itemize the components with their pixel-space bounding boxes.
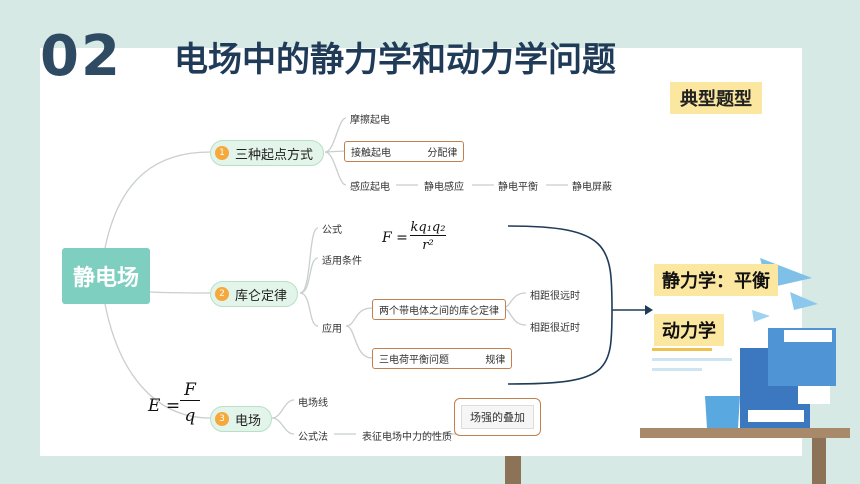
leaf-near: 相距很近时 [530, 323, 580, 334]
connector-root-b1 [104, 151, 211, 249]
leaf-formula-label: 公式 [322, 225, 342, 236]
connector [324, 151, 347, 186]
book-label [748, 410, 804, 422]
leaf-induction-step: 静电屏蔽 [572, 182, 612, 193]
brace-arc [507, 225, 613, 385]
book-label [784, 330, 832, 342]
connector [299, 292, 319, 327]
leaf-condition: 适用条件 [322, 256, 362, 267]
leaf-property: 表征电场中力的性质 [362, 432, 452, 443]
arrow-head-icon [645, 305, 653, 315]
connector [345, 325, 373, 359]
paper-line [652, 358, 732, 361]
branch-label: 三种起点方式 [235, 147, 314, 163]
leaf-three-charge: 三电荷平衡问题 [379, 355, 449, 366]
section-number: 02 [40, 24, 122, 89]
leaf-induction-step: 静电平衡 [498, 182, 538, 193]
connector [324, 150, 347, 153]
paper-line [652, 368, 702, 371]
connector [345, 307, 373, 327]
leaf-superposition-box: 场强的叠加 [454, 398, 541, 436]
branch-label: 电场 [235, 413, 262, 429]
mindmap-connectors [104, 117, 568, 435]
leaf-induction: 感应起电 [350, 182, 390, 193]
leaf-three-charge-box: 三电荷平衡问题 规律 [372, 348, 513, 369]
badge-typical-questions: 典型题型 [670, 82, 762, 114]
connector [299, 257, 319, 294]
branch-1: 1 三种起点方式 [210, 140, 325, 166]
branch-label: 库仑定律 [235, 288, 288, 304]
leaf-superposition: 场强的叠加 [461, 405, 534, 429]
leaf-formula-method: 公式法 [298, 432, 328, 443]
desk-top [640, 428, 850, 438]
connector-root-b2 [149, 291, 211, 294]
leaf-contact: 接触起电 [351, 148, 391, 159]
leaf-application: 应用 [322, 324, 342, 335]
content-panel [40, 48, 802, 456]
branch-number-badge: 3 [215, 412, 229, 426]
coulomb-formula-lhs: F = [382, 230, 408, 246]
paper-line [652, 348, 712, 351]
branch-number-badge: 2 [215, 287, 229, 301]
connector [271, 417, 295, 435]
leaf-far: 相距很远时 [530, 291, 580, 302]
desk-leg-right [812, 438, 826, 484]
connector [299, 227, 319, 294]
field-formula-denominator: q [184, 406, 196, 426]
leaf-friction: 摩擦起电 [350, 115, 390, 126]
book-stripe [798, 386, 830, 404]
connector [271, 399, 295, 419]
leaf-contact-rule: 分配律 [427, 148, 458, 159]
leaf-rule: 规律 [485, 355, 506, 366]
branch-number-badge: 1 [215, 146, 229, 160]
label-statics: 静力学：平衡 [654, 264, 778, 296]
page-title: 电场中的静力学和动力学问题 [174, 40, 616, 80]
coulomb-formula-denominator: r² [422, 238, 434, 253]
field-formula-lhs: E = [148, 396, 181, 416]
mindmap-root: 静电场 [62, 248, 150, 304]
coulomb-formula-numerator: kq₁q₂ [410, 220, 446, 236]
leaf-field-line: 电场线 [298, 398, 328, 409]
field-formula-numerator: F [180, 380, 200, 401]
paper-plane-icon [752, 310, 770, 322]
leaf-contact-box: 接触起电 分配律 [344, 141, 465, 162]
desk-leg-left [505, 456, 521, 484]
label-dynamics: 动力学 [654, 314, 724, 346]
paper-plane-icon [790, 292, 818, 310]
connector [324, 117, 347, 153]
connector-root-b3 [104, 303, 211, 419]
cup-icon [705, 396, 740, 428]
branch-3: 3 电场 [210, 406, 273, 432]
branch-2: 2 库仑定律 [210, 281, 299, 307]
leaf-two-bodies: 两个带电体之间的库仑定律 [372, 299, 506, 320]
leaf-induction-step: 静电感应 [424, 182, 464, 193]
